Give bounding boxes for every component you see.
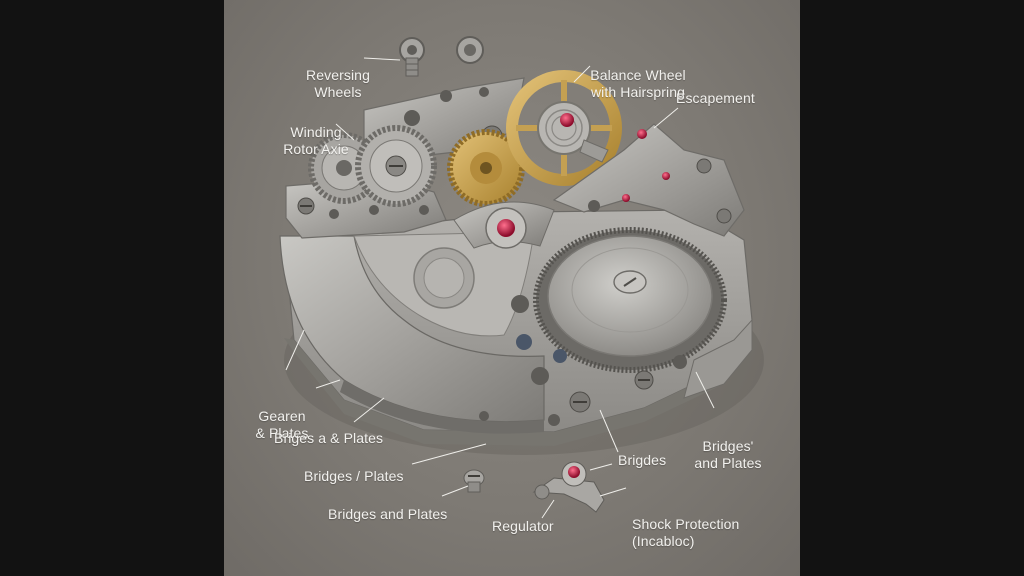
- plate-hole: [531, 367, 549, 385]
- leader-lines: [285, 57, 715, 519]
- escapement-bridge: [552, 123, 745, 237]
- label-bridges-slash-plates: Bridges / Plates: [304, 468, 404, 484]
- label-shock-protection: Shock Protection(Incabloc): [632, 516, 740, 549]
- jewel-icon: [622, 194, 630, 202]
- label-briges-plates: Briges a & Plates: [274, 430, 384, 446]
- gear-icon: [355, 125, 437, 207]
- jewel-icon: [662, 172, 670, 180]
- reversing-wheels-parts: [399, 36, 484, 77]
- center-jewel-bearing: [453, 201, 555, 249]
- bridge-hole: [404, 110, 420, 126]
- jewel-icon: [637, 129, 647, 139]
- label-gearen-plates: Gearen& Plates: [255, 408, 309, 441]
- shock-protection-part: [532, 461, 605, 513]
- jewel-icon: [560, 113, 574, 127]
- balance-wheel-icon: [506, 70, 622, 186]
- jewel-icon: [568, 466, 580, 478]
- right-bridge: [683, 318, 753, 399]
- gold-gear-icon: [447, 129, 525, 207]
- plate-hole: [516, 334, 532, 350]
- plate-hole: [511, 295, 529, 313]
- label-brigdes: Brigdes: [618, 452, 667, 468]
- main-plate-edge: [284, 320, 752, 446]
- label-escapement: Escapement: [676, 90, 755, 106]
- mainspring-barrel-icon: [533, 227, 727, 373]
- loose-screw: [463, 469, 485, 493]
- rotor-icon: [279, 231, 545, 434]
- label-bridges-plates-right: Bridges'and Plates: [694, 438, 762, 471]
- label-regulator: Regulator: [492, 518, 554, 534]
- bridge-hole: [440, 90, 452, 102]
- movement-illustration: [279, 36, 764, 519]
- label-bridges-and-plates: Bridges and Plates: [328, 506, 448, 522]
- bridge-hole: [479, 87, 489, 97]
- plate-hole: [553, 349, 567, 363]
